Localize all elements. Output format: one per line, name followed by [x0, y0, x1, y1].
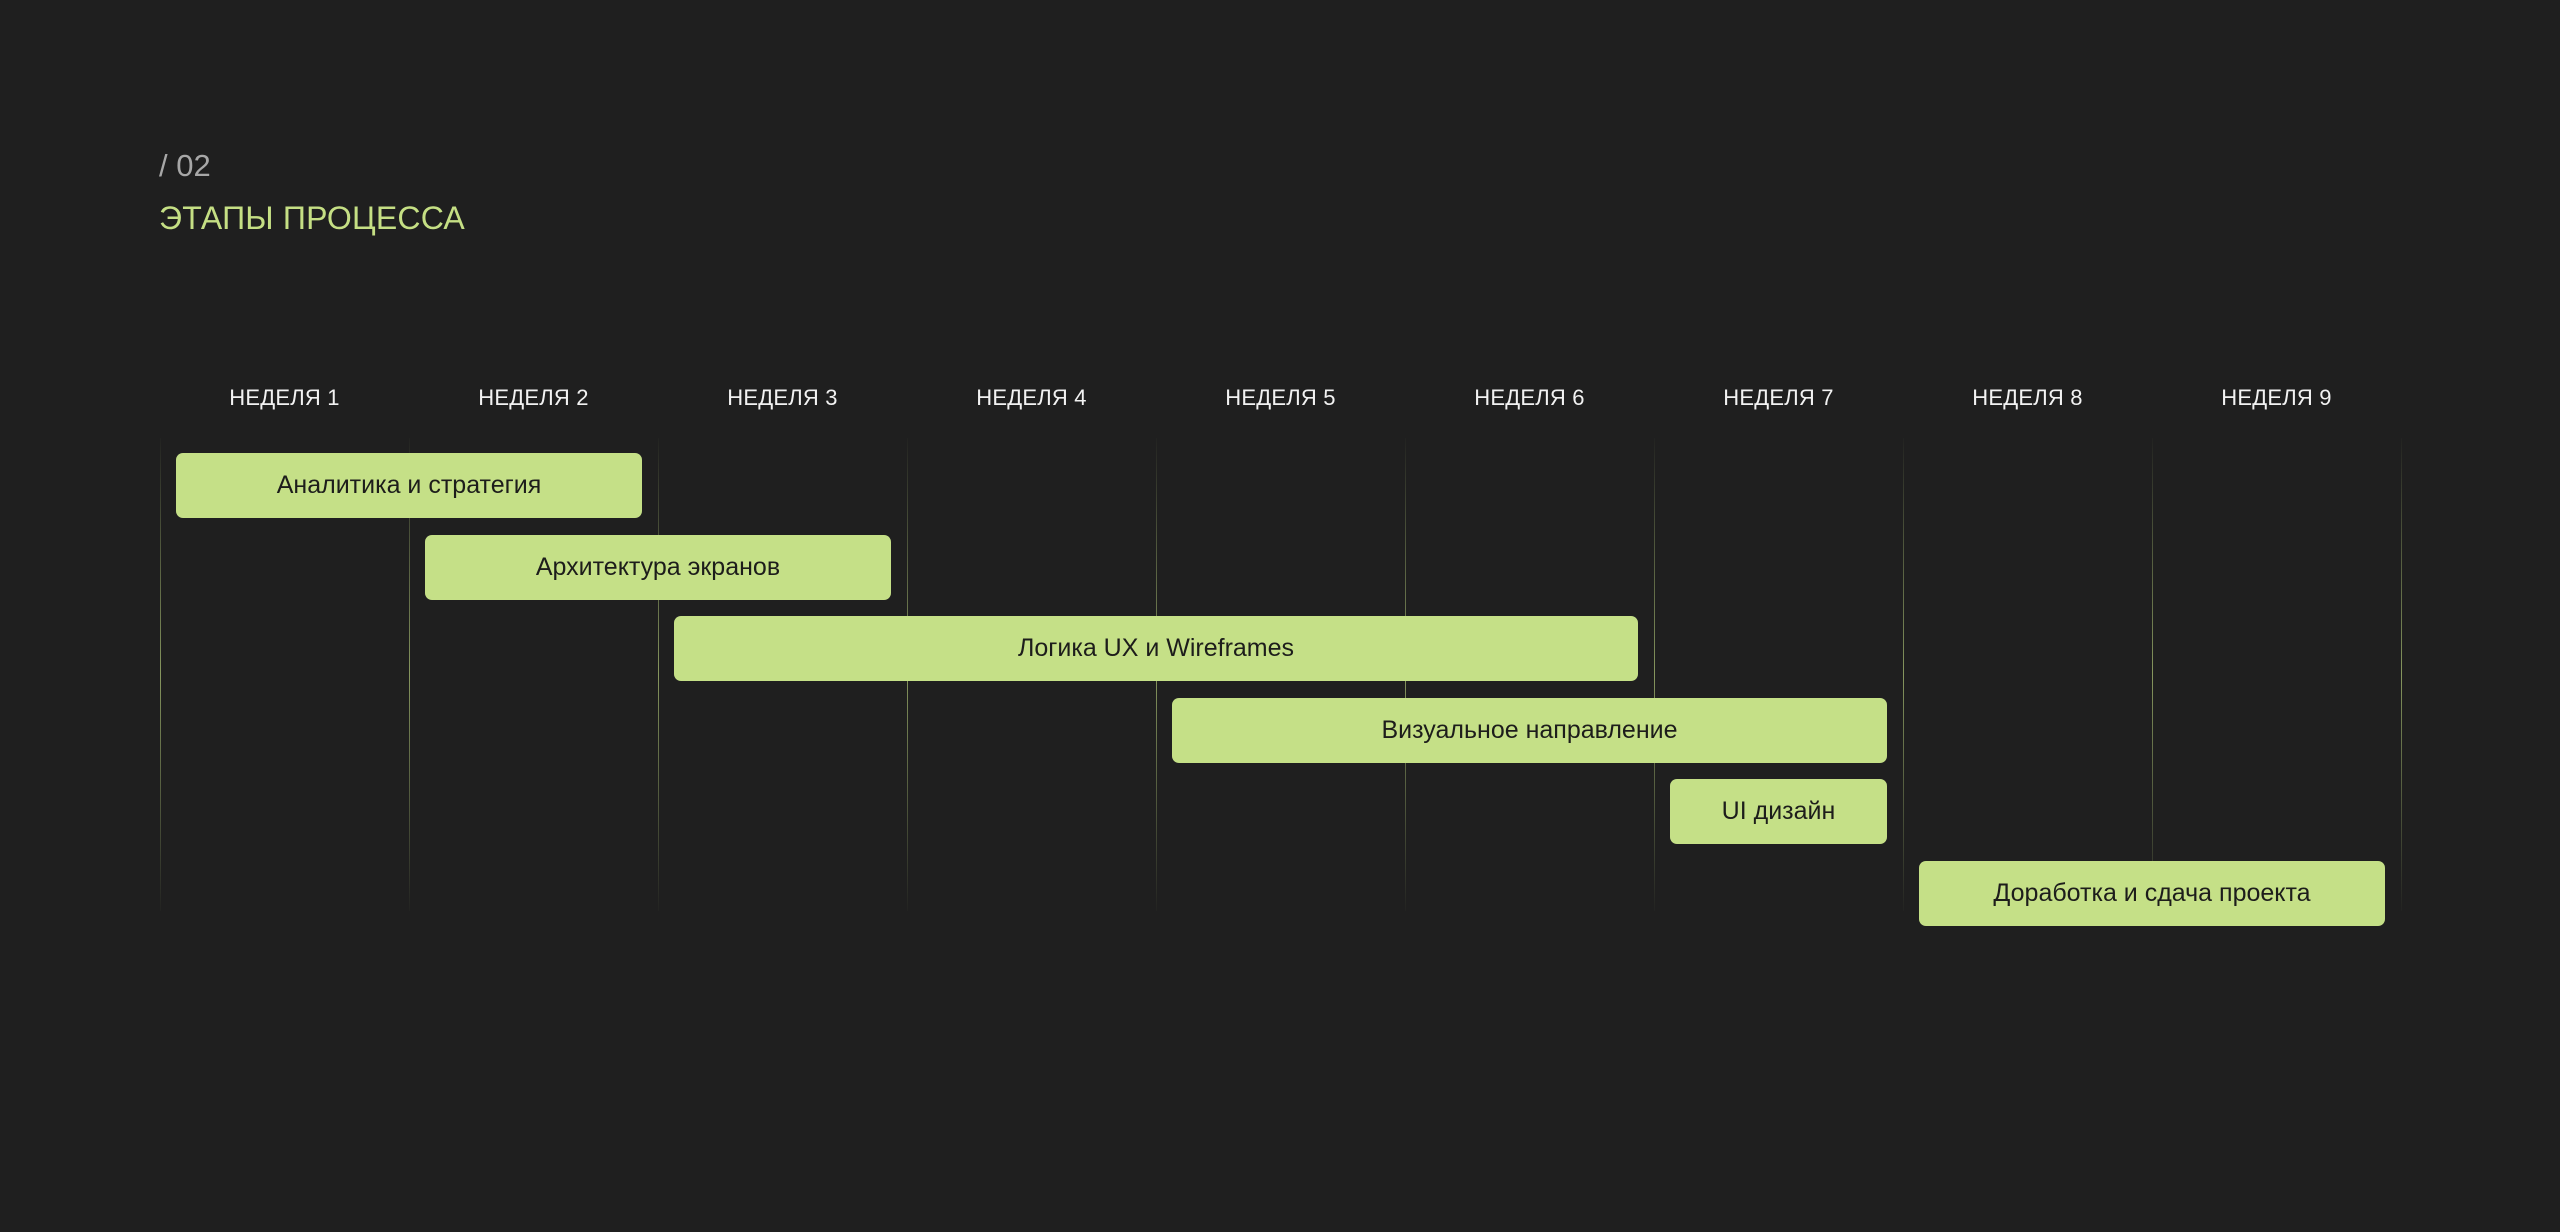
- week-grid-line: [2152, 438, 2153, 911]
- week-header: НЕДЕЛЯ 6: [1474, 385, 1585, 410]
- week-header: НЕДЕЛЯ 3: [727, 385, 838, 410]
- task-bar: Доработка и сдача проекта: [1919, 861, 2385, 926]
- week-header: НЕДЕЛЯ 7: [1723, 385, 1834, 410]
- week-grid-line: [1903, 438, 1904, 911]
- week-grid-line: [409, 438, 410, 911]
- task-bar: Аналитика и стратегия: [176, 453, 642, 518]
- task-bar: Визуальное направление: [1172, 698, 1887, 763]
- week-grid-line: [658, 438, 659, 911]
- section-number: / 02: [159, 148, 211, 183]
- task-bar: Архитектура экранов: [425, 535, 891, 600]
- week-header: НЕДЕЛЯ 9: [2221, 385, 2332, 410]
- task-bar: Логика UX и Wireframes: [674, 616, 1638, 681]
- week-grid-line: [160, 438, 161, 911]
- week-grid-line: [1654, 438, 1655, 911]
- week-grid-line: [2401, 438, 2402, 911]
- week-header: НЕДЕЛЯ 8: [1972, 385, 2083, 410]
- week-header: НЕДЕЛЯ 1: [229, 385, 340, 410]
- week-header: НЕДЕЛЯ 4: [976, 385, 1087, 410]
- week-header: НЕДЕЛЯ 5: [1225, 385, 1336, 410]
- section-title: ЭТАПЫ ПРОЦЕССА: [159, 200, 465, 236]
- week-header: НЕДЕЛЯ 2: [478, 385, 589, 410]
- task-bar: UI дизайн: [1670, 779, 1887, 844]
